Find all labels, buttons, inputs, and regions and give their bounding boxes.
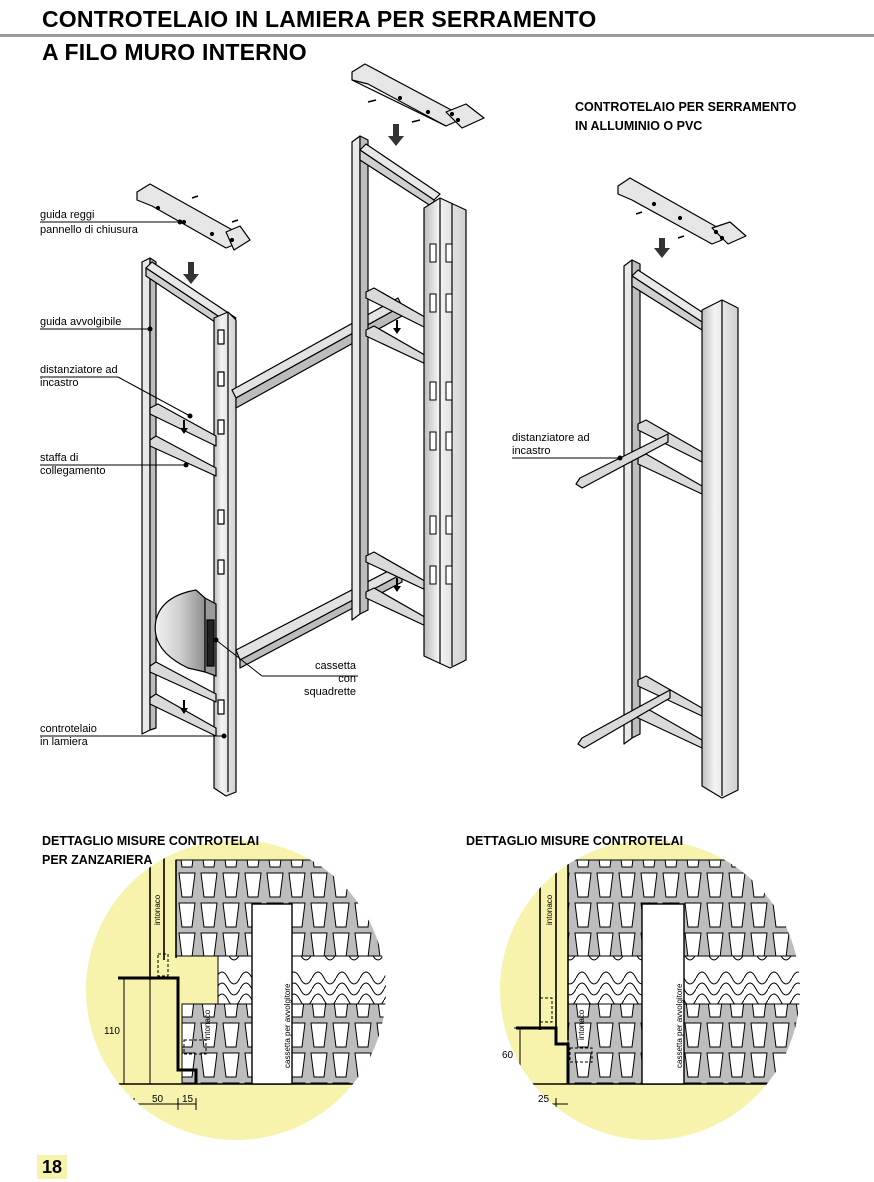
detail-left-heading-line2: PER ZANZARIERA [42,853,153,867]
title-rule [0,34,874,37]
dim-height-right: 60 [502,1050,514,1061]
right-heading: CONTROTELAIO PER SERRAMENTO IN ALLUMINIO… [575,98,796,136]
label-cassetta: cassetta con squadrette [296,660,356,699]
arrow-down-icon [654,238,670,258]
dim-width-left-b: 15 [182,1094,194,1105]
page-title: CONTROTELAIO IN LAMIERA PER SERRAMENTO [42,6,597,32]
post-slots [429,243,453,585]
top-bracket-center [351,63,485,129]
detail-right-cassetta-label: cassetta per avvolgitore [675,983,684,1068]
detail-left-heading: DETTAGLIO MISURE CONTROTELAI PER ZANZARI… [42,832,259,870]
arrow-down-icon [388,124,404,146]
dim-width-right: 25 [538,1094,550,1105]
label-distanziatore-right: distanziatore ad incastro [512,432,590,458]
label-controtelaio: controtelaio in lamiera [40,723,97,749]
back-frame [351,135,467,669]
label-line: squadrette [304,686,356,698]
label-line: staffa di [40,452,79,464]
label-line: incastro [40,377,79,389]
label-line: incastro [512,445,551,457]
label-line: cassetta con [315,660,356,685]
label-line: controtelaio [40,723,97,735]
label-line: in lamiera [40,736,88,748]
detail-right [500,840,800,1140]
label-line: guida reggi [40,209,95,221]
label-line: collegamento [40,465,106,477]
leader-lines [40,219,623,739]
detail-left-intonaco-mid: intonaco [203,1009,212,1040]
label-line: pannello di chiusura [40,224,138,236]
label-guida-avvolgibile: guida avvolgibile [40,316,122,328]
label-line: distanziatore ad [40,364,118,376]
arrow-down-icon [183,262,199,284]
label-guida-reggi: guida reggi pannello di chiusura [40,209,138,237]
label-line: distanziatore ad [512,432,590,444]
right-frame [575,259,739,799]
detail-right-heading: DETTAGLIO MISURE CONTROTELAI [466,834,684,848]
page-subtitle: A FILO MURO INTERNO [42,39,307,65]
label-distanziatore-left: distanziatore ad incastro [40,364,118,390]
top-bracket-left [136,183,251,251]
label-staffa: staffa di collegamento [40,452,105,478]
right-heading-line1: CONTROTELAIO PER SERRAMENTO [575,100,797,114]
detail-right-intonaco-mid: intonaco [577,1009,586,1040]
detail-left-intonaco-top: intonaco [153,894,162,925]
detail-left-heading-line1: DETTAGLIO MISURE CONTROTELAI [42,834,260,848]
page-number: 18 [37,1155,67,1179]
top-bracket-right [617,177,747,245]
right-heading-line2: IN ALLUMINIO O PVC [575,119,703,133]
dim-height-left: 110 [104,1026,120,1037]
detail-right-intonaco-top: intonaco [545,894,554,925]
detail-left [86,840,386,1140]
roller-box [154,589,217,677]
dim-width-left-a: 50 [152,1094,164,1105]
detail-left-cassetta-label: cassetta per avvolgitore [283,983,292,1068]
